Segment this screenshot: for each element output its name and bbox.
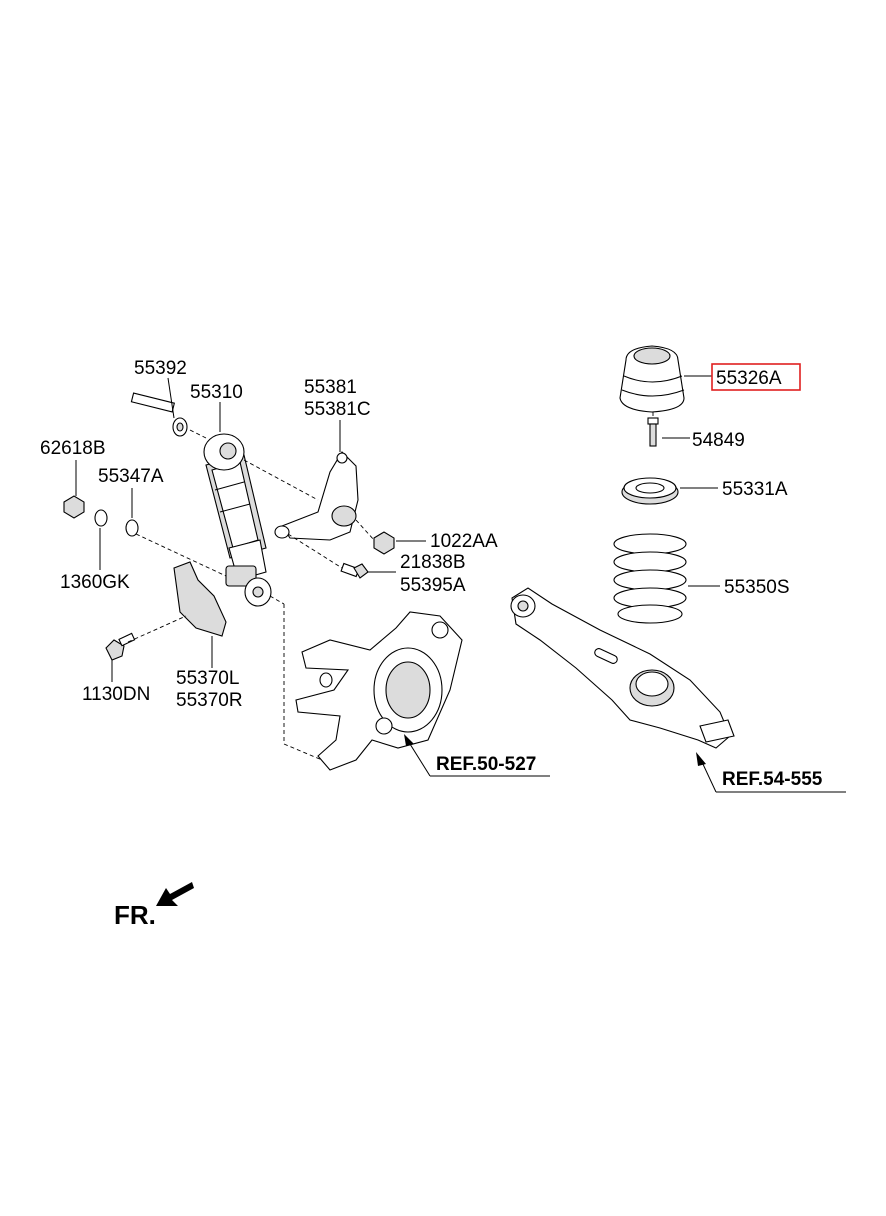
- ref-label-arm[interactable]: REF.54-555: [722, 769, 823, 790]
- label-55370r[interactable]: 55370R: [176, 690, 243, 711]
- label-55381c[interactable]: 55381C: [304, 399, 371, 420]
- label-55395a[interactable]: 55395A: [400, 575, 466, 596]
- label-55347a[interactable]: 55347A: [98, 466, 164, 487]
- nut-62618b: [63, 495, 85, 519]
- nut-1022aa: [373, 531, 395, 555]
- lower-arm-ref-54-555: [510, 587, 735, 749]
- label-54849[interactable]: 54849: [692, 430, 745, 451]
- label-1022aa[interactable]: 1022AA: [430, 531, 498, 552]
- spring-pad-55331a: [621, 477, 679, 505]
- screw-54849: [647, 417, 659, 447]
- label-55310[interactable]: 55310: [190, 382, 243, 403]
- assembly-lines: [127, 412, 654, 761]
- direction-label: FR.: [114, 900, 156, 930]
- washer-55347a: [125, 519, 139, 537]
- front-arrow-icon: [156, 882, 194, 906]
- label-55350s[interactable]: 55350S: [724, 577, 790, 598]
- bump-stopper-55326a: [619, 345, 685, 413]
- label-62618b[interactable]: 62618B: [40, 438, 106, 459]
- bolt-55392: [130, 392, 188, 437]
- leader-lines: [75, 375, 846, 793]
- ref-label-knuckle[interactable]: REF.50-527: [436, 754, 536, 775]
- bolt-21838b: [340, 562, 369, 579]
- label-55331a[interactable]: 55331A: [722, 479, 788, 500]
- shock-absorber-55310: [203, 433, 272, 607]
- direction-indicator: FR.: [114, 882, 194, 930]
- coil-spring-55350s: [613, 533, 687, 624]
- label-55392[interactable]: 55392: [134, 358, 187, 379]
- label-55326a[interactable]: 55326A: [716, 368, 782, 389]
- knuckle-ref-50-527: [295, 611, 463, 771]
- label-21838b[interactable]: 21838B: [400, 552, 466, 573]
- part-labels: 55392 55310 55381 55381C 62618B 55347A 1…: [40, 358, 790, 711]
- cover-55370: [173, 561, 227, 637]
- label-55370l[interactable]: 55370L: [176, 668, 239, 689]
- label-1360gk[interactable]: 1360GK: [60, 572, 130, 593]
- bolt-1130dn: [105, 632, 136, 661]
- label-1130dn[interactable]: 1130DN: [82, 684, 150, 705]
- bracket-55381: [274, 451, 359, 541]
- highlight-box: [711, 363, 801, 391]
- label-55381[interactable]: 55381: [304, 377, 357, 398]
- washer-1360gk: [94, 509, 108, 527]
